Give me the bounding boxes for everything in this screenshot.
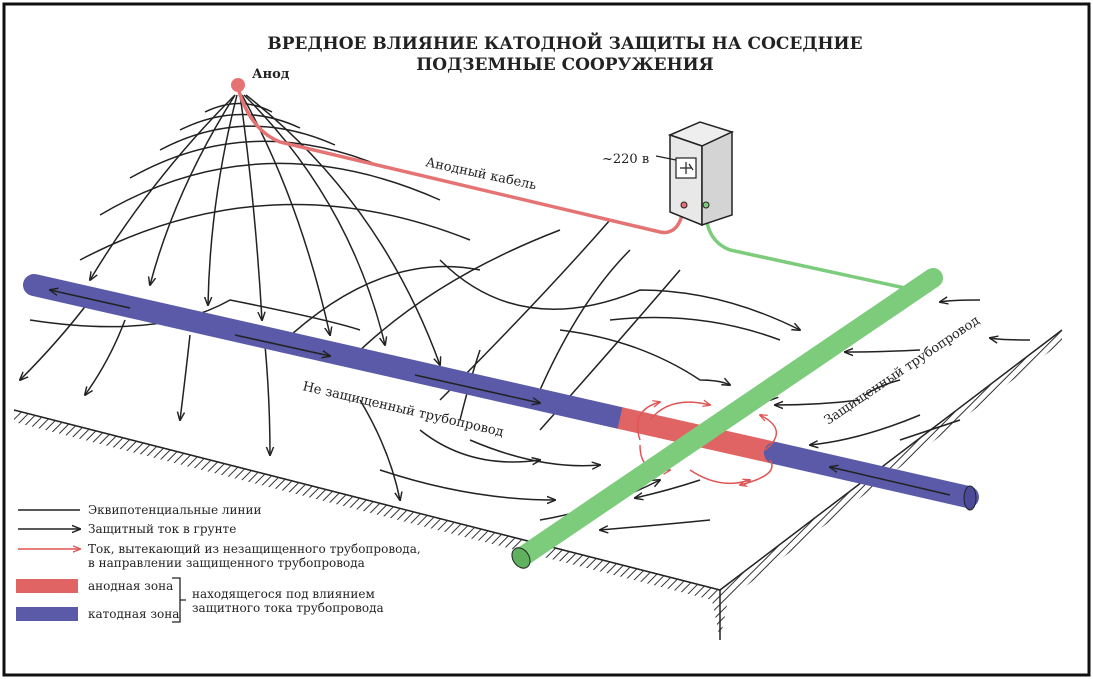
voltage-label: ~220 в (602, 152, 649, 167)
rectifier-cabinet-icon (655, 121, 735, 227)
legend-bracket-note-2: защитного тока трубопровода (192, 601, 384, 615)
legend-current-label: Защитный ток в грунте (88, 522, 236, 536)
diagram-title-line1: ВРЕДНОЕ ВЛИЯНИЕ КАТОДНОЙ ЗАЩИТЫ НА СОСЕД… (267, 32, 862, 54)
legend-anode-zone-swatch (16, 579, 78, 593)
legend-cathode-zone-swatch (16, 607, 78, 621)
anode-cable (236, 87, 686, 235)
legend-cathode-zone-label: катодная зона (88, 607, 179, 621)
ground-surface (13, 329, 1063, 640)
anode-label: Анод (252, 67, 290, 82)
legend-leak-label-1: Ток, вытекающий из незащищенного трубопр… (88, 542, 421, 556)
legend-anode-zone-label: анодная зона (88, 579, 173, 593)
anode (231, 78, 245, 92)
legend-bracket-note-1: находящегося под влиянием (192, 587, 375, 601)
legend-bracket (172, 577, 186, 623)
protected-pipeline (511, 268, 943, 569)
current-arrows (20, 94, 1031, 530)
legend: Эквипотенциальные линии Защитный ток в г… (16, 503, 421, 623)
legend-leak-label-2: в направлении защищенного трубопровода (88, 556, 365, 570)
legend-equipotential-label: Эквипотенциальные линии (88, 503, 262, 517)
diagram-title-line2: ПОДЗЕМНЫЕ СООРУЖЕНИЯ (416, 55, 713, 75)
